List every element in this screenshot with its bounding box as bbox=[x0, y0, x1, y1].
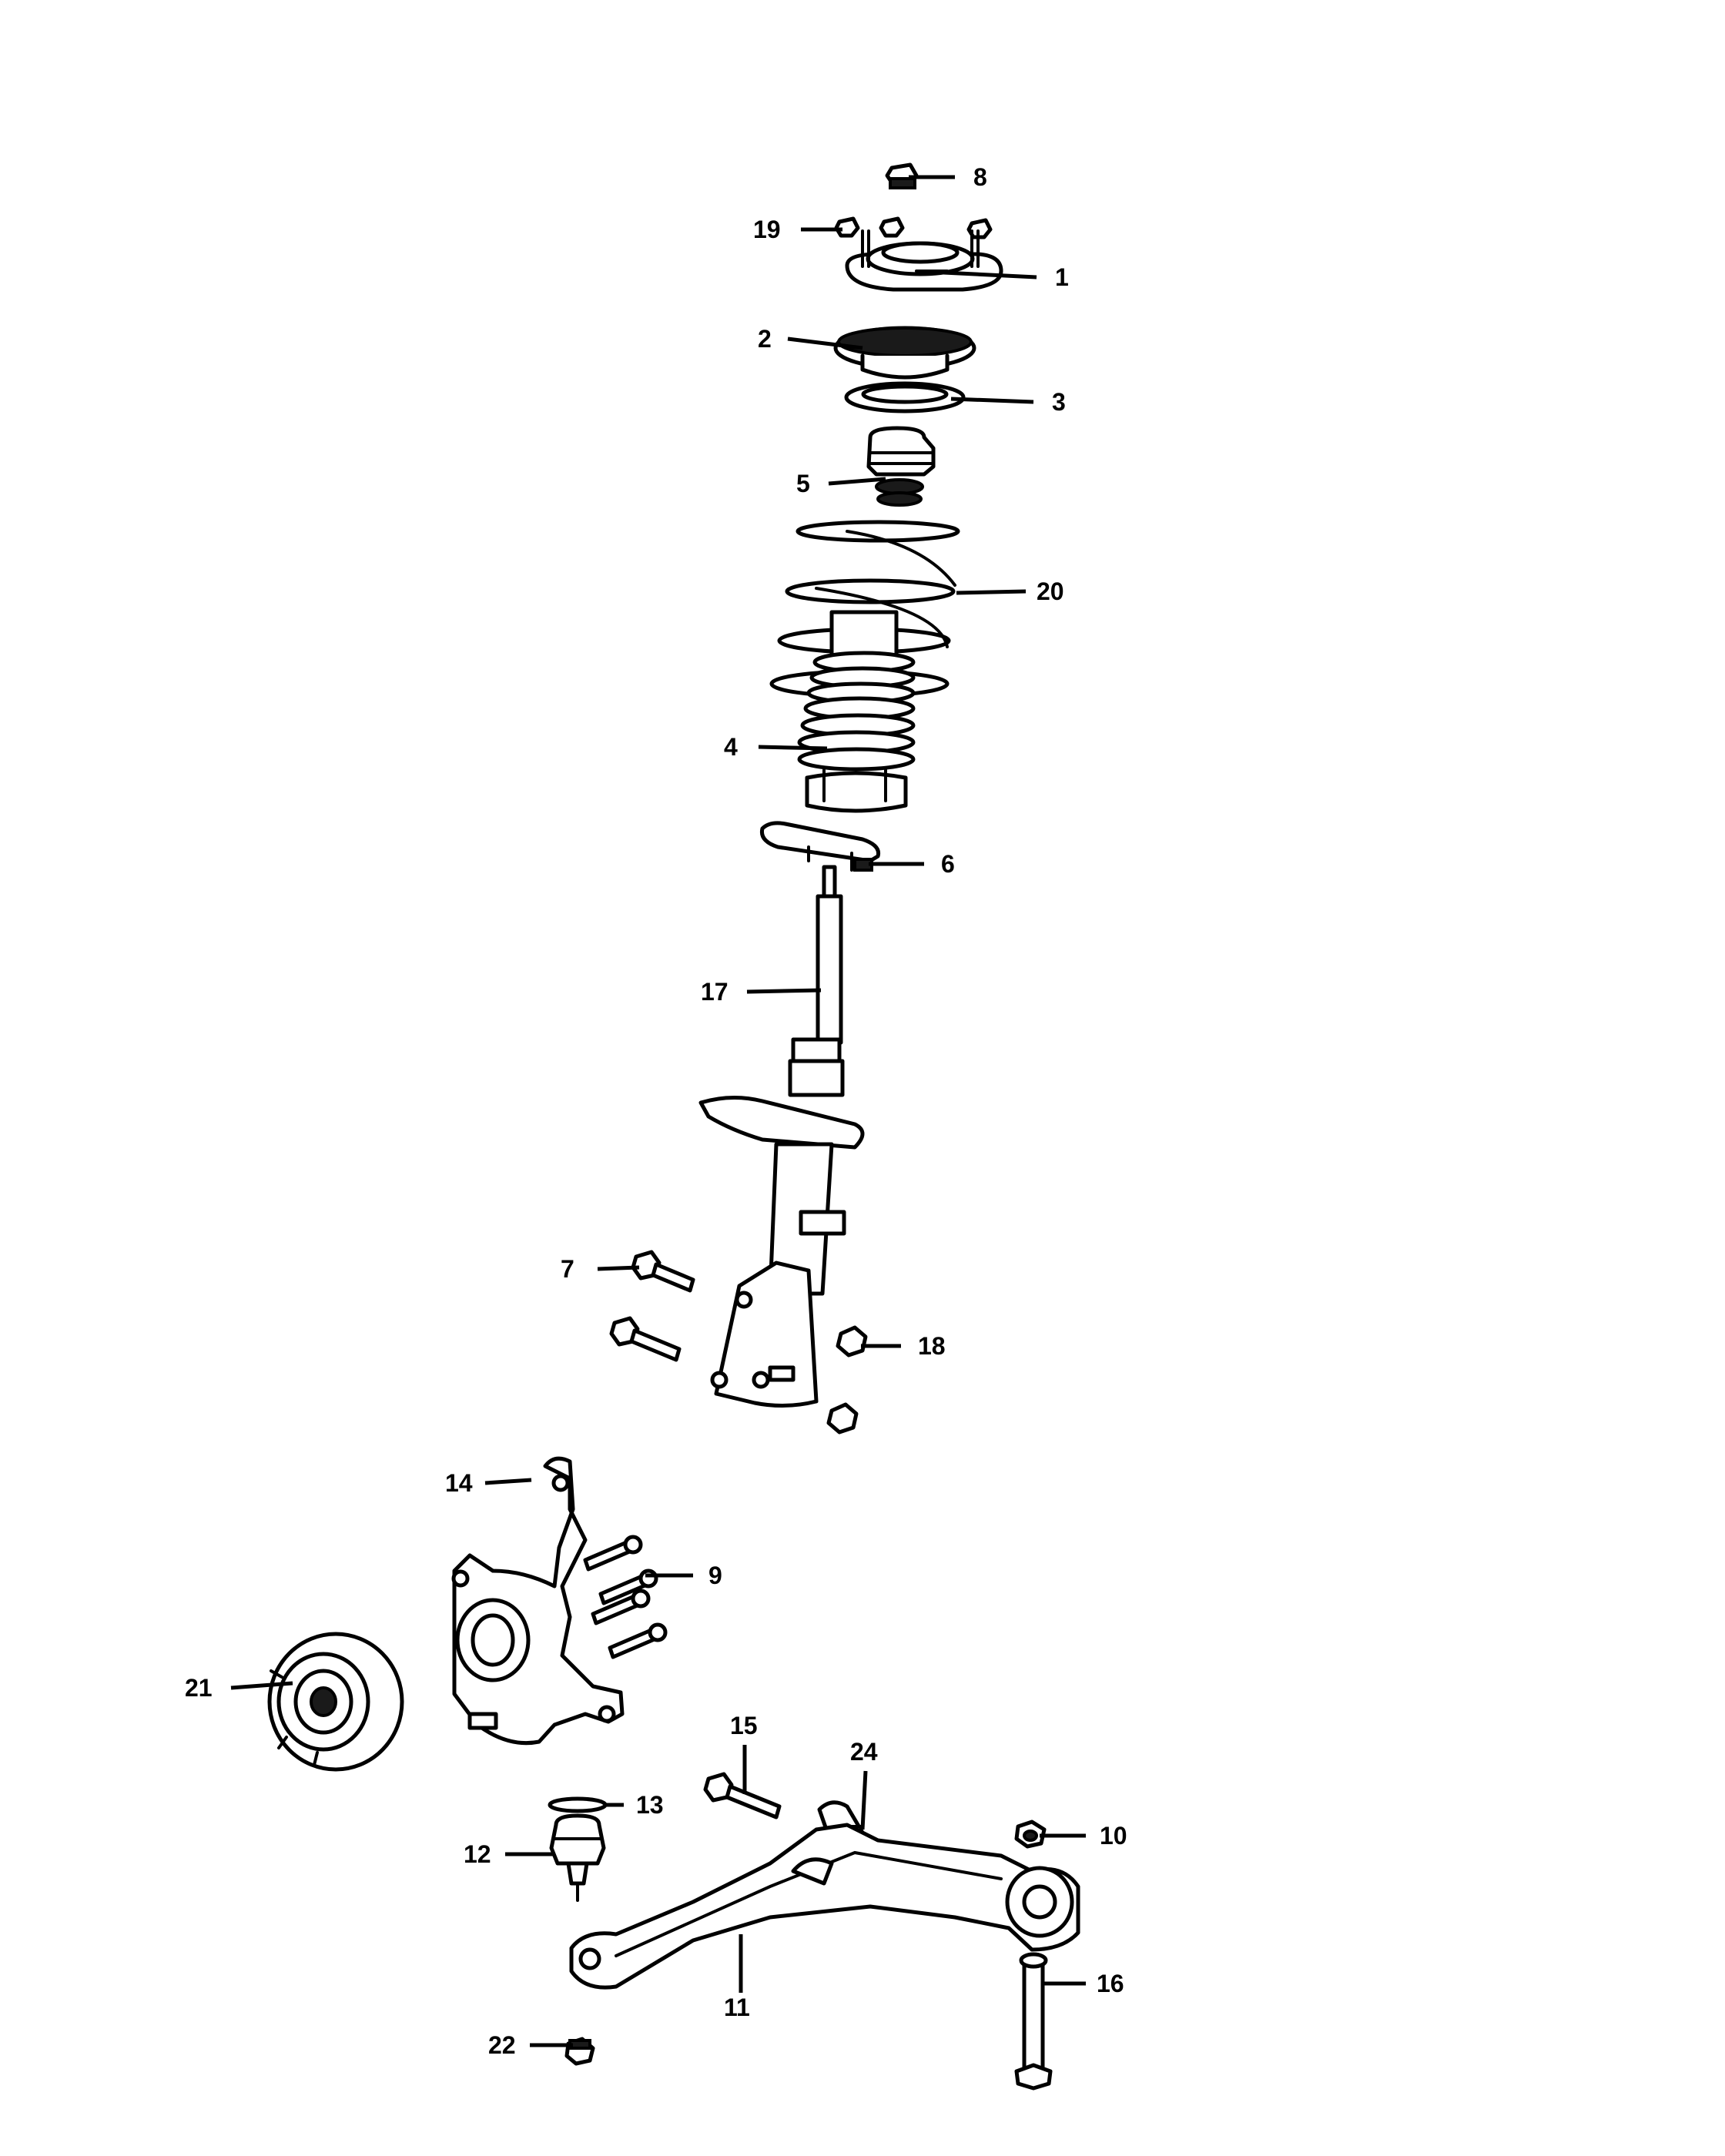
leader-17 bbox=[746, 988, 822, 994]
callout-3: 3 bbox=[1052, 388, 1066, 416]
callout-5: 5 bbox=[796, 470, 810, 497]
part-1-strut-mount bbox=[845, 229, 1003, 292]
callout-4: 4 bbox=[724, 733, 738, 761]
leader-1 bbox=[943, 270, 1037, 280]
part-5-jounce-bumper bbox=[866, 426, 936, 507]
leader-24 bbox=[860, 1770, 868, 1830]
callout-19: 19 bbox=[753, 216, 781, 243]
part-13-snap-ring bbox=[548, 1796, 608, 1813]
callout-7: 7 bbox=[561, 1255, 574, 1283]
callout-22: 22 bbox=[488, 2031, 516, 2059]
part-4-dust-boot bbox=[797, 610, 916, 813]
part-6-spring-isolator bbox=[759, 821, 881, 872]
part-7-strut-bolts bbox=[609, 1250, 695, 1362]
callout-16: 16 bbox=[1097, 1970, 1124, 1997]
callout-18: 18 bbox=[918, 1332, 946, 1360]
leader-7 bbox=[597, 1265, 640, 1271]
callouts: 8 19 1 2 3 5 20 4 6 17 7 18 14 9 21 15 2… bbox=[185, 163, 1127, 2059]
leader-14 bbox=[484, 1478, 532, 1485]
part-16-long-bolt bbox=[1014, 1952, 1053, 2091]
part-18-strut-nuts bbox=[826, 1325, 868, 1435]
callout-11: 11 bbox=[724, 1994, 750, 2021]
callout-13: 13 bbox=[636, 1791, 664, 1819]
callout-21: 21 bbox=[185, 1674, 213, 1702]
part-21-hub-bearing bbox=[267, 1632, 404, 1772]
leader-5 bbox=[828, 477, 886, 486]
callout-14: 14 bbox=[445, 1469, 473, 1497]
part-10-clip-nut bbox=[1014, 1820, 1047, 1849]
callout-17: 17 bbox=[701, 978, 729, 1006]
leader-20 bbox=[956, 589, 1027, 595]
part-9-knuckle-bolts bbox=[583, 1535, 668, 1659]
callout-2: 2 bbox=[758, 325, 772, 353]
callout-12: 12 bbox=[464, 1840, 491, 1868]
callout-1: 1 bbox=[1055, 263, 1069, 291]
part-8-nut bbox=[885, 162, 919, 189]
callout-15: 15 bbox=[730, 1712, 758, 1739]
part-15-bolt bbox=[703, 1772, 782, 1820]
callout-9: 9 bbox=[708, 1562, 722, 1589]
leader-21 bbox=[230, 1681, 293, 1690]
callout-6: 6 bbox=[941, 850, 955, 878]
part-22-nut bbox=[564, 2037, 595, 2066]
part-3-isolator bbox=[844, 381, 966, 413]
callout-20: 20 bbox=[1037, 578, 1064, 605]
leader-lines bbox=[230, 175, 1086, 2047]
leader-2 bbox=[787, 336, 863, 350]
leader-4 bbox=[758, 745, 828, 751]
callout-24: 24 bbox=[850, 1738, 878, 1766]
part-19-mount-nuts bbox=[834, 216, 993, 239]
part-17-strut bbox=[698, 865, 865, 1408]
callout-8: 8 bbox=[973, 163, 987, 191]
part-14-knuckle bbox=[451, 1456, 625, 1746]
part-11-lower-control-arm bbox=[569, 1823, 1080, 1990]
part-2-bearing-plate bbox=[833, 326, 976, 380]
callout-10: 10 bbox=[1100, 1822, 1127, 1850]
leader-3 bbox=[950, 397, 1034, 404]
part-12-ball-joint bbox=[549, 1813, 606, 1902]
